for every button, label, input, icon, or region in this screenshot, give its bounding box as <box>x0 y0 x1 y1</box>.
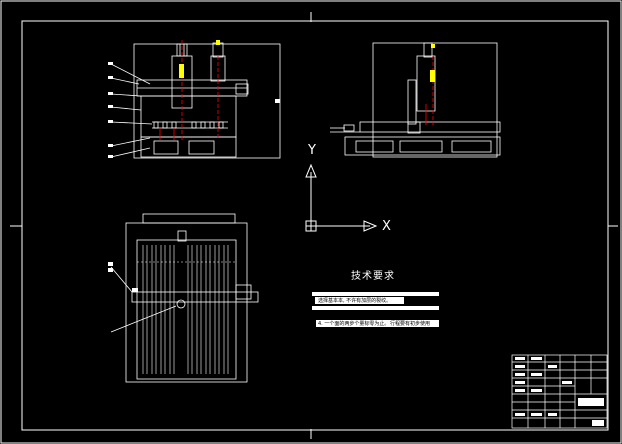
top-view <box>110 213 259 383</box>
front-view <box>110 42 281 159</box>
front-view-dim-markers <box>108 62 280 158</box>
top-view-slats <box>137 245 236 374</box>
axis-x-label: X <box>382 219 391 234</box>
slot-marks <box>153 121 224 129</box>
note-line-3: 行程要有初步使用 <box>390 321 431 327</box>
title-block <box>511 354 608 429</box>
note-line-2: 4. 一个面的两步个量标零为止。 <box>318 321 390 327</box>
axis-y-label: Y <box>308 143 316 158</box>
axis-indicator <box>305 163 378 232</box>
note-line-1: 选择基本本, 不许有加层的裂纹。 <box>318 298 392 304</box>
front-view-accent <box>179 40 220 78</box>
technical-requirements-title: 技术要求 <box>351 271 395 282</box>
side-view <box>330 42 501 158</box>
top-view-markers <box>108 262 138 292</box>
side-view-accent <box>430 44 435 82</box>
side-view-centerlines <box>425 56 434 125</box>
front-view-centerlines <box>159 40 219 140</box>
note-bars <box>312 292 439 327</box>
title-block-fill <box>515 357 604 426</box>
